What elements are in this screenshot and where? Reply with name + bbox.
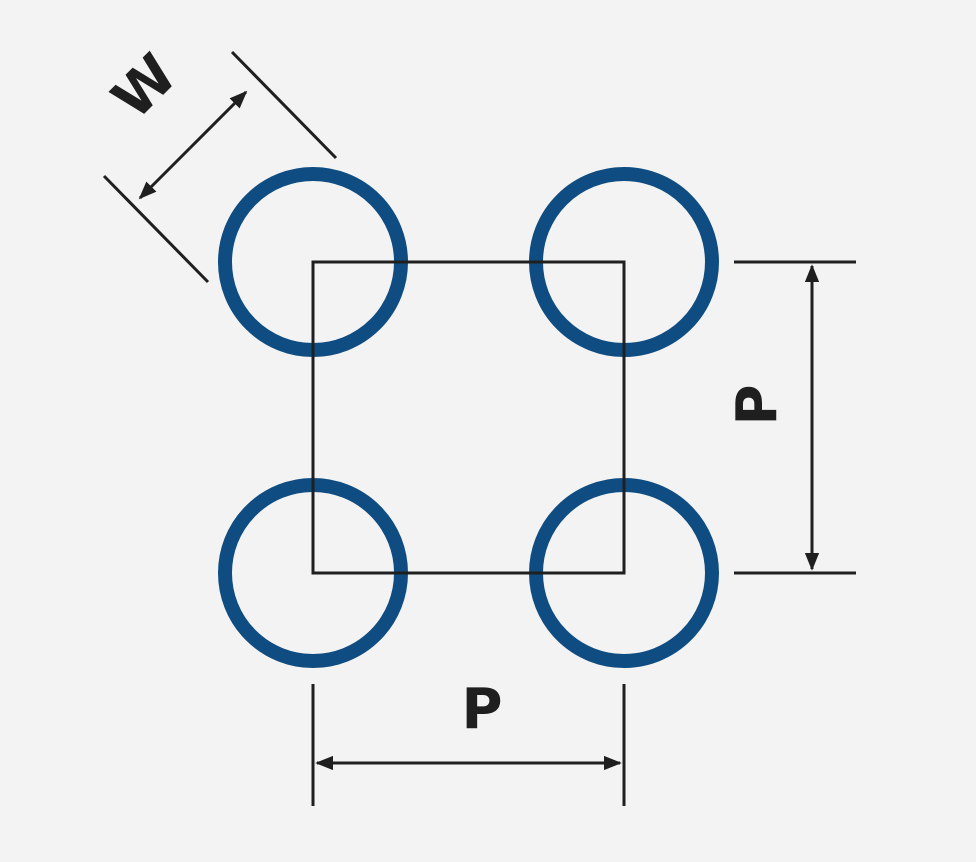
width-label: W (100, 42, 190, 132)
width-extension-line-inner (102, 174, 210, 284)
pitch-square (311, 260, 626, 575)
width-dimension: W (100, 42, 338, 284)
width-extension-line-outer (230, 50, 338, 160)
horizontal-pitch-label: P (461, 677, 502, 742)
vertical-pitch-label: P (725, 384, 790, 425)
width-dimension-arrow (188, 90, 248, 150)
holes (218, 167, 719, 668)
horizontal-pitch-dimension: P (311, 677, 626, 806)
width-dimension-arrow-back (138, 146, 192, 200)
vertical-pitch-dimension: P (725, 260, 856, 575)
